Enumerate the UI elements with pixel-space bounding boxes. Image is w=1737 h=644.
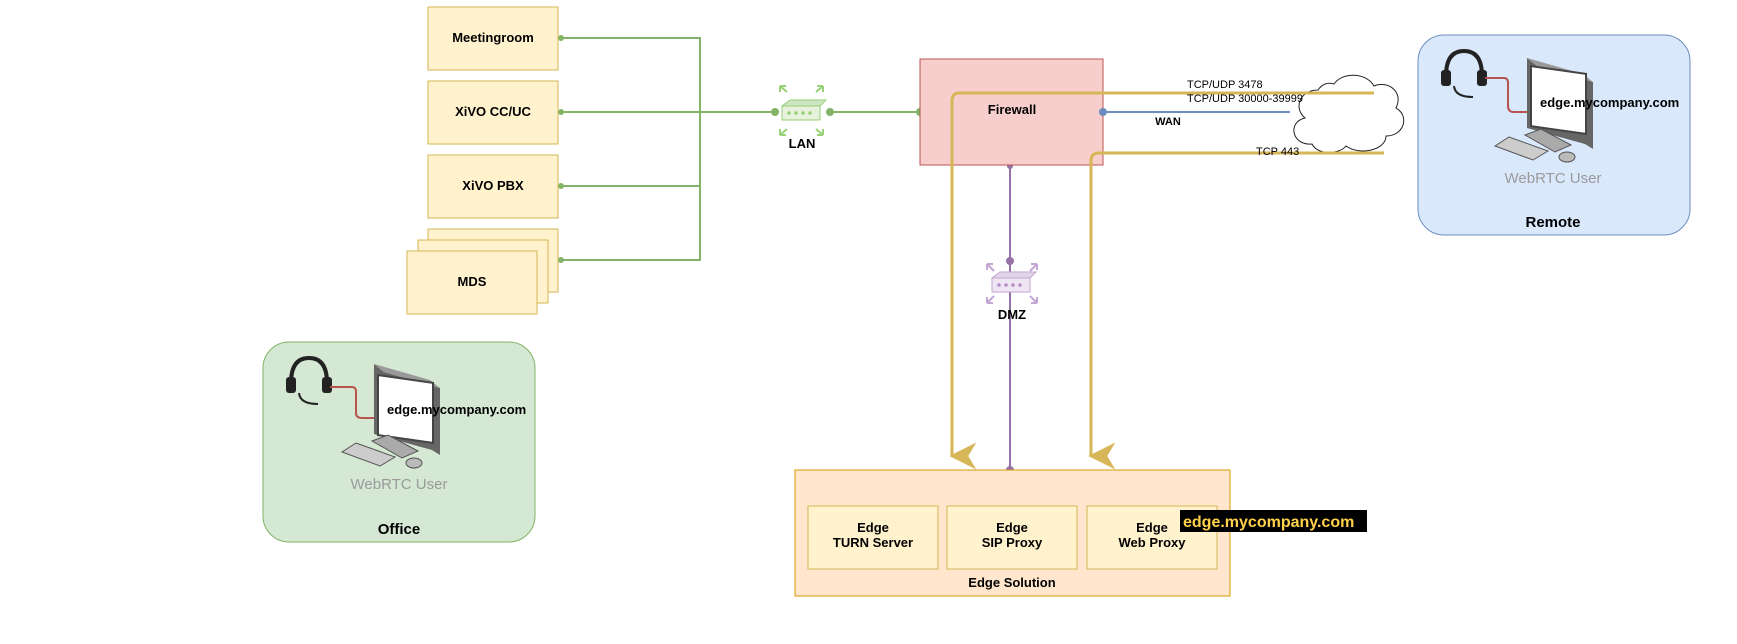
- lan-switch-icon: [779, 85, 828, 136]
- remote-title: Remote: [1525, 214, 1580, 231]
- port-label-https: TCP 443: [1256, 146, 1299, 158]
- server-xivo-pbx: XiVO PBX: [427, 154, 559, 219]
- office-user-label: WebRTC User: [351, 476, 448, 493]
- port-label-media: TCP/UDP 30000-39999: [1187, 93, 1303, 105]
- desktop-computer-icon: [340, 364, 440, 469]
- dmz-label: DMZ: [998, 307, 1026, 322]
- edge-sip-line1: Edge: [996, 520, 1028, 535]
- server-mds-label: MDS: [458, 274, 487, 289]
- server-meetingroom-label: Meetingroom: [452, 30, 534, 45]
- internet-cloud-icon: [1293, 74, 1405, 153]
- server-xivo-pbx-label: XiVO PBX: [462, 178, 524, 193]
- edge-web-line2: Web Proxy: [1119, 535, 1187, 550]
- edge-web-line1: Edge: [1136, 520, 1168, 535]
- edge-turn-line1: Edge: [857, 520, 889, 535]
- headset-icon: [286, 355, 375, 419]
- server-xivo-ccuc-label: XiVO CC/UC: [455, 104, 531, 119]
- server-meetingroom: Meetingroom: [427, 6, 559, 71]
- firewall-label: Firewall: [988, 102, 1036, 117]
- edge-url-badge-text: edge.mycompany.com: [1183, 514, 1354, 531]
- lan-link-endpoints: [558, 35, 924, 263]
- edge-turn-line2: TURN Server: [833, 535, 913, 550]
- port-links: [949, 91, 1384, 470]
- lan-label: LAN: [789, 136, 816, 151]
- desktop-computer-icon: [1493, 58, 1593, 163]
- edge-sip-proxy: Edge SIP Proxy: [946, 505, 1078, 570]
- edge-web-proxy: Edge Web Proxy: [1086, 505, 1218, 570]
- edge-sip-line2: SIP Proxy: [982, 535, 1043, 550]
- remote-user-label: WebRTC User: [1505, 170, 1602, 187]
- office-url: edge.mycompany.com: [387, 402, 526, 417]
- server-xivo-ccuc: XiVO CC/UC: [427, 80, 559, 145]
- edge-solution-group: Edge TURN Server Edge SIP Proxy Edge Web…: [794, 469, 1231, 597]
- office-group: edge.mycompany.com WebRTC User Office: [262, 341, 536, 543]
- wan-link: [1099, 108, 1290, 116]
- remote-url: edge.mycompany.com: [1540, 95, 1679, 110]
- port-label-stun: TCP/UDP 3478: [1187, 79, 1263, 91]
- remote-group: edge.mycompany.com WebRTC User Remote: [1417, 34, 1691, 236]
- dmz-switch-icon: [986, 263, 1038, 304]
- server-mds-stack: MDS: [406, 228, 559, 315]
- edge-turn-server: Edge TURN Server: [807, 505, 939, 570]
- edge-solution-label: Edge Solution: [968, 575, 1055, 590]
- lan-links: [560, 37, 920, 261]
- office-title: Office: [378, 521, 421, 538]
- edge-url-badge: edge.mycompany.com: [1180, 510, 1367, 532]
- headset-icon: [1441, 48, 1528, 113]
- firewall: Firewall: [919, 58, 1104, 166]
- wan-label: WAN: [1155, 116, 1181, 128]
